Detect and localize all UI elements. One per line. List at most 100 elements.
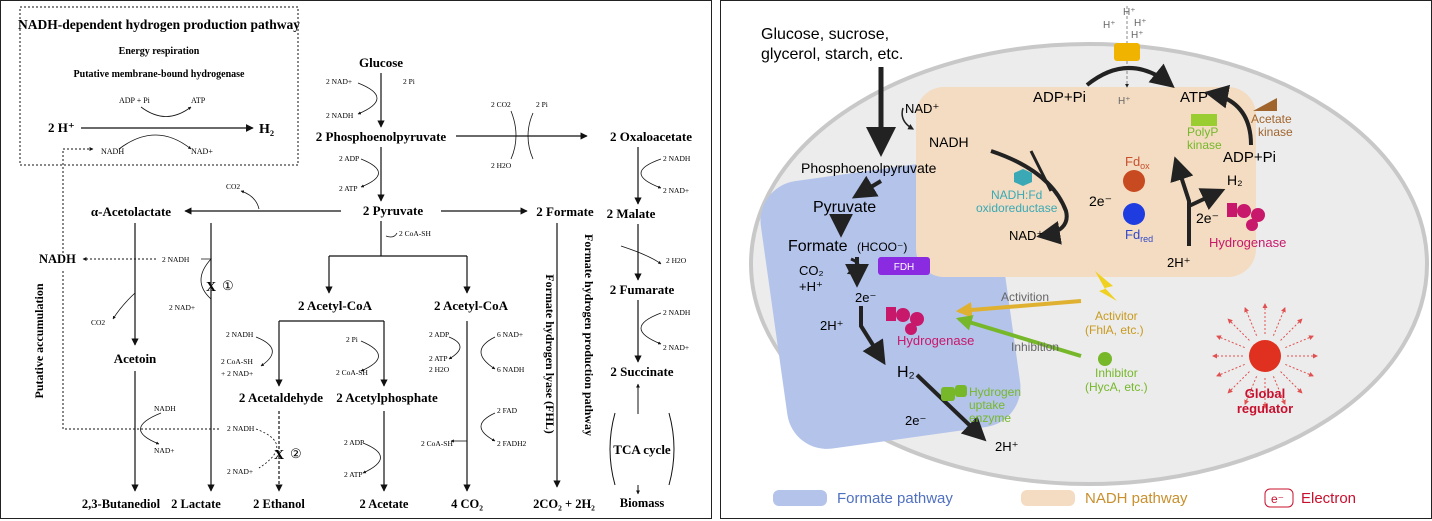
label-2h-low: 2H⁺ — [995, 439, 1018, 454]
cof-2pi-1: 2 Pi — [403, 77, 415, 86]
node-acetaldehyde: 2 Acetaldehyde — [239, 390, 323, 405]
substrates-line-1: Glucose, sucrose, — [761, 26, 889, 43]
legend-electron-swatch — [1264, 488, 1294, 508]
cof-2adp: 2 ADP — [339, 154, 359, 163]
label-uptake-2: uptake — [969, 398, 1005, 412]
cof-co2-acetolactate: CO2 — [226, 182, 240, 191]
node-acetolactate: α-Acetolactate — [91, 204, 171, 219]
label-2e-right: 2e⁻ — [1196, 210, 1219, 226]
box-subtitle-2: Putative membrane-bound hydrogenase — [74, 69, 245, 80]
cof-2nadh-1: 2 NADH — [326, 111, 354, 120]
label-h2-box: H₂ — [259, 122, 274, 137]
legend-formate-swatch — [773, 490, 827, 506]
cof-6nadh: 6 NADH — [497, 365, 525, 374]
regulator-signal-ray — [1272, 307, 1286, 336]
fd-ox-icon — [1123, 170, 1145, 192]
label-nad-box: NAD+ — [191, 147, 213, 156]
label-nadh-region: NADH — [929, 134, 969, 150]
regulator-signal-ray — [1280, 318, 1303, 341]
legend-electron-label: Electron — [1301, 490, 1356, 507]
box-title: NADH-dependent hydrogen production pathw… — [18, 17, 300, 32]
label-co2-right: CO₂ — [799, 263, 824, 278]
label-2h-plus: 2 H⁺ — [48, 120, 75, 135]
node-pep: 2 Phosphoenolpyruvate — [316, 129, 447, 144]
inhibitor-icon — [1098, 352, 1112, 366]
cof-2nadh-fum: 2 NADH — [663, 308, 691, 317]
label-2h-plus-right: 2H⁺ — [1167, 255, 1190, 270]
label-uptake-3: enzyme — [969, 411, 1011, 425]
node-oxaloacetate: 2 Oxaloacetate — [610, 129, 692, 144]
regulator-signal-ray — [1244, 376, 1258, 405]
regulator-signal-ray — [1227, 371, 1250, 394]
label-activitor: Activitor — [1095, 309, 1138, 323]
node-lactate: 2 Lactate — [171, 497, 221, 511]
cof-2fadh2: 2 FADH2 — [497, 439, 526, 448]
node-4co2: 4 CO₂ — [451, 497, 483, 511]
label-polyp: PolyP — [1187, 125, 1218, 139]
label-h2-right: H₂ — [1227, 172, 1243, 188]
label-global: Global — [1245, 386, 1285, 401]
label-nad-plus-region: NAD⁺ — [1009, 228, 1043, 243]
label-2e-formate: 2e⁻ — [855, 290, 876, 305]
cof-2h2o-malate: 2 H2O — [666, 256, 687, 265]
regulator-signal-ray — [1285, 335, 1314, 349]
left-diagram-svg: NADH-dependent hydrogen production pathw… — [18, 6, 692, 511]
label-adp-pi-kinase: ADP+Pi — [1223, 149, 1276, 166]
cof-2pi-ap: 2 Pi — [346, 335, 358, 344]
global-regulator-core — [1249, 340, 1281, 372]
node-acetyl-coa-1: 2 Acetyl-CoA — [298, 298, 373, 313]
label-pyruvate-right: Pyruvate — [813, 199, 876, 216]
cof-2fad: 2 FAD — [497, 406, 518, 415]
cof-2nadh-oxa: 2 NADH — [663, 154, 691, 163]
label-inhibitor: Inhibitor — [1095, 366, 1138, 380]
uptake-enzyme-icon — [941, 385, 967, 401]
regulator-signal-ray — [1272, 376, 1286, 405]
node-glucose: Glucose — [359, 55, 403, 70]
node-succinate: 2 Succinate — [610, 364, 673, 379]
label-fd-red: Fdred — [1125, 227, 1153, 244]
regulator-signal-ray — [1216, 363, 1245, 377]
cof-2nad-lactate: 2 NAD+ — [169, 303, 195, 312]
cof-2nadh-lactate: 2 NADH — [162, 255, 190, 264]
cof-2coash-ap: 2 CoA-SH — [336, 368, 368, 377]
node-pyruvate: 2 Pyruvate — [363, 203, 424, 218]
label-h-top-2: H⁺ — [1123, 7, 1136, 18]
cof-2nadh-eth: 2 NADH — [227, 424, 255, 433]
label-hcoo: (HCOO⁻) — [857, 240, 907, 254]
node-tca-cycle: TCA cycle — [613, 442, 671, 457]
label-hydrogenase-right: Hydrogenase — [1209, 235, 1286, 250]
cof-2nadh-ald: 2 NADH — [226, 330, 254, 339]
cof-2nadplus-fum: 2 NAD+ — [663, 343, 689, 352]
node-acetylphosphate: 2 Acetylphosphate — [336, 390, 438, 405]
label-fhl-enzyme: Formate hydrogen lyase (FHL) — [543, 274, 557, 433]
cof-2coash-pyr: 2 CoA-SH — [399, 229, 431, 238]
regulator-signal-ray — [1227, 318, 1250, 341]
hydrogen-production-cell-diagram: Glucose, sucrose, glycerol, starch, etc.… — [720, 0, 1432, 519]
right-diagram-svg: Glucose, sucrose, glycerol, starch, etc.… — [749, 6, 1429, 508]
cof-2coash-tca: 2 CoA-SH — [421, 439, 453, 448]
node-malate: 2 Malate — [607, 206, 656, 221]
label-acetate-kinase-2: kinase — [1258, 125, 1293, 139]
label-activition: Activition — [1001, 290, 1049, 304]
cof-2nadplus-oxa: 2 NAD+ — [663, 186, 689, 195]
node-butanediol: 2,3-Butanediol — [82, 497, 161, 511]
cof-2pi-2: 2 Pi — [536, 100, 548, 109]
label-formate-right: Formate — [788, 238, 848, 255]
cof-2atp-tca: 2 ATP — [429, 354, 448, 363]
node-fumarate: 2 Fumarate — [610, 282, 675, 297]
cof-nad-acetoin: NAD+ — [154, 446, 174, 455]
label-acetate-kinase-1: Acetate — [1251, 112, 1292, 126]
cof-2co2: 2 CO2 — [491, 100, 511, 109]
cof-2h2o: 2 H2O — [491, 161, 512, 170]
label-hydrogenase-left: Hydrogenase — [897, 333, 974, 348]
cof-2adp-tca: 2 ADP — [429, 330, 449, 339]
nadh-fd-oxidoreductase-icon — [1014, 169, 1032, 186]
label-atp-right: ATP — [1180, 89, 1208, 106]
label-h-top-1: H⁺ — [1103, 20, 1116, 31]
label-h-plus-co2: +H⁺ — [799, 279, 823, 294]
block-circle-2: ② — [290, 446, 302, 461]
label-adp-pi: ADP + Pi — [119, 96, 151, 105]
global-regulator-icon — [1212, 303, 1318, 409]
node-biomass: Biomass — [620, 496, 665, 510]
hydrogenase-icon — [886, 307, 924, 335]
